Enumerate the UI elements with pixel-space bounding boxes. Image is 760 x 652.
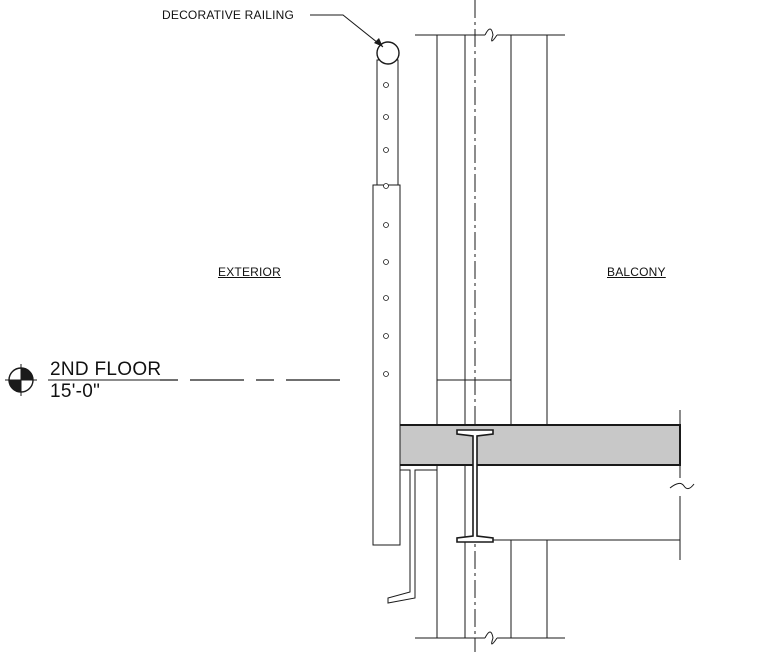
level-target-icon [5, 364, 37, 396]
railing-cap [376, 41, 400, 65]
level-elevation: 15'-0" [50, 381, 101, 402]
railing-holes [383, 82, 389, 377]
wall-assembly [415, 34, 681, 639]
callout-arrow [374, 38, 383, 47]
floor-slab [386, 424, 681, 466]
steel-i-beam [456, 429, 494, 543]
exterior-label: EXTERIOR [218, 265, 281, 279]
level-name: 2ND FLOOR [50, 359, 162, 380]
callout-leader [310, 14, 384, 48]
decorative-railing [372, 41, 401, 546]
callout-label: DECORATIVE RAILING [162, 8, 295, 22]
break-symbols [484, 28, 695, 645]
balcony-label: BALCONY [607, 265, 666, 279]
